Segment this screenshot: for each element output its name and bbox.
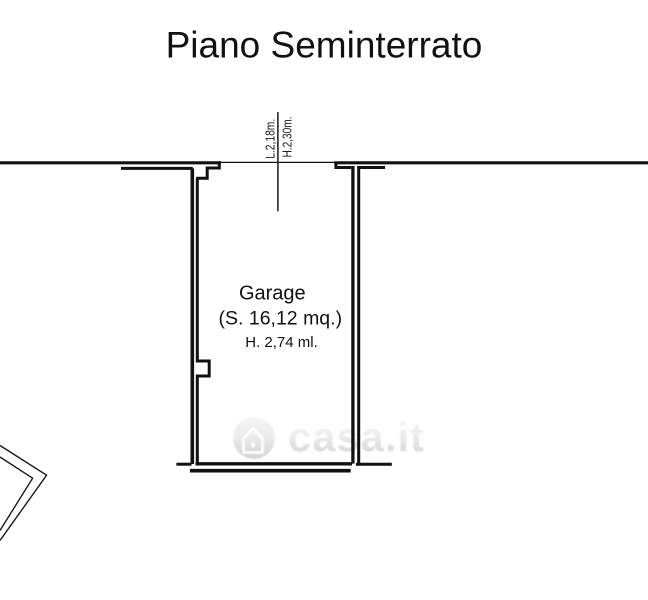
watermark: casa.it <box>233 414 425 460</box>
left-wall-inner-face <box>195 178 211 464</box>
watermark-house-icon <box>242 427 264 454</box>
watermark-house-dot-icon <box>250 442 256 448</box>
room-height-label: H. 2,74 ml. <box>245 334 318 351</box>
watermark-text: casa.it <box>288 414 425 460</box>
adjacent-structure-corner <box>0 444 48 541</box>
left-door-jamb-step <box>196 161 221 180</box>
page-title: Piano Seminterrato <box>166 25 483 66</box>
entrance-height-label: H.2,30m. <box>280 117 294 158</box>
garage-walls <box>121 161 392 473</box>
entrance-width-label: L.2,18m. <box>263 119 277 159</box>
adjacent-corner-outer-line <box>0 444 48 541</box>
room-name-label: Garage <box>239 283 306 305</box>
room-area-label: (S. 16,12 mq.) <box>219 308 343 330</box>
adjacent-corner-inner-line <box>0 456 34 531</box>
